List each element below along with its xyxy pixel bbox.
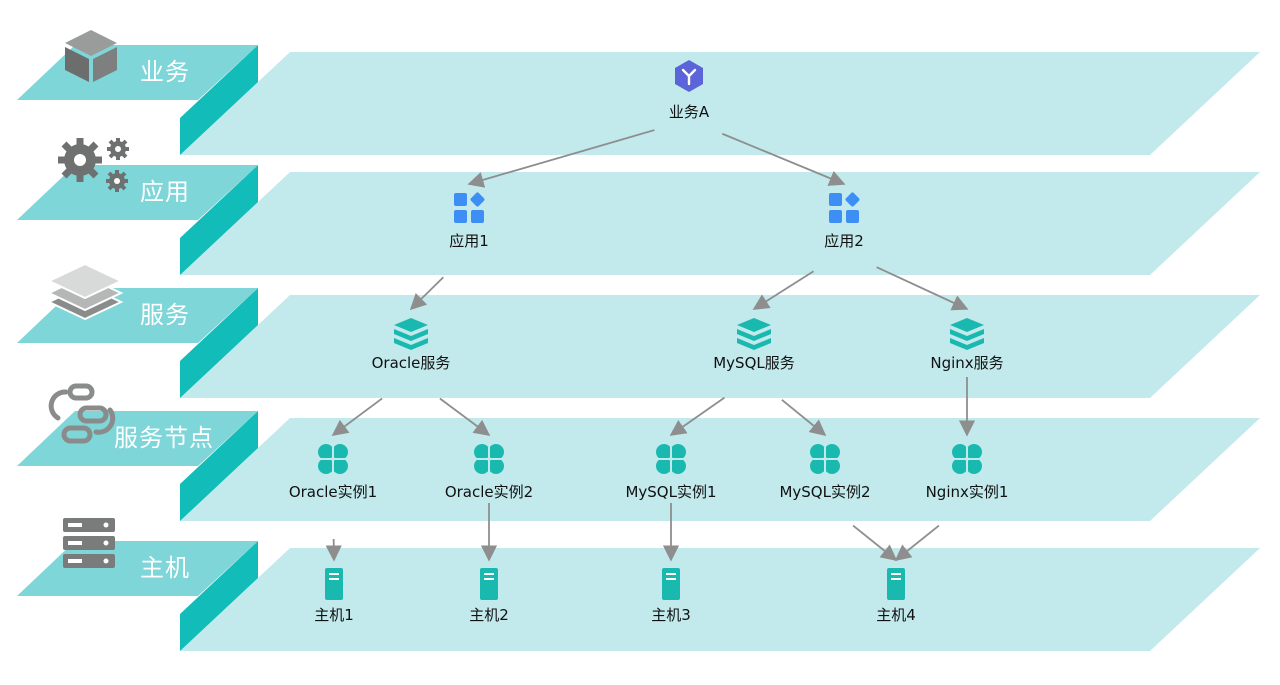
edge-app1-to-svcOracle	[409, 276, 444, 311]
edge-svcOracle-to-instOracle1	[331, 397, 383, 436]
layer-label-host: 主机	[140, 554, 190, 582]
clover-icon	[655, 443, 687, 475]
clover-icon	[317, 443, 349, 475]
clover-icon	[473, 443, 505, 475]
edge-app2-to-svcNginx	[876, 266, 969, 311]
stack-icon	[46, 262, 124, 321]
layer-label-service: 服务	[140, 301, 190, 329]
node-label-host1: 主机1	[314, 606, 354, 624]
node-label-svcMysql: MySQL服务	[713, 354, 795, 372]
node-label-svcOracle: Oracle服务	[371, 354, 451, 372]
node-label-instOracle2: Oracle实例2	[444, 483, 534, 501]
server-icon	[662, 568, 680, 600]
node-label-instMysql1: MySQL实例1	[625, 483, 717, 501]
node-label-svcNginx: Nginx服务	[930, 354, 1004, 372]
layer-label-side	[180, 411, 258, 521]
edges	[325, 129, 976, 562]
layer-label-service-node: 服务节点	[114, 424, 214, 452]
layer-business	[17, 30, 1260, 155]
layer-plane	[180, 172, 1260, 275]
layer-plane	[180, 418, 1260, 521]
layer-plane	[180, 52, 1260, 155]
node-label-bizA: 业务A	[668, 103, 710, 121]
layer-plane	[180, 548, 1260, 651]
node-label-instNginx1: Nginx实例1	[925, 483, 1009, 501]
node-label-host4: 主机4	[876, 606, 916, 624]
layer-label-side	[180, 45, 258, 155]
node-label-host3: 主机3	[651, 606, 691, 624]
layer-service-node	[17, 383, 1260, 521]
layer-service	[17, 262, 1260, 398]
layer-plane	[180, 295, 1260, 398]
node-label-instOracle1: Oracle实例1	[288, 483, 378, 501]
node-label-app2: 应用2	[824, 232, 864, 250]
edge-svcOracle-to-instOracle2	[439, 397, 491, 436]
clover-icon	[951, 443, 983, 475]
edge-bizA-to-app2	[721, 132, 846, 186]
server-icon	[887, 568, 905, 600]
node-label-instMysql2: MySQL实例2	[779, 483, 871, 501]
layer-label-business: 业务	[140, 58, 190, 86]
server-icon	[480, 568, 498, 600]
gears-icon	[58, 138, 129, 192]
layer-label-side	[180, 288, 258, 398]
layer-label-side	[180, 165, 258, 275]
server-rack-icon	[63, 518, 115, 568]
layer-application	[17, 138, 1260, 275]
layer-label-plate	[17, 411, 258, 466]
edge-svcMysql-to-instMysql1	[669, 396, 726, 436]
layer-host	[17, 518, 1260, 651]
cube-icon	[65, 30, 117, 82]
edge-app2-to-svcMysql	[752, 270, 815, 310]
layer-label-application: 应用	[140, 178, 190, 206]
edge-bizA-to-app1	[467, 129, 655, 188]
edge-svcMysql-to-instMysql2	[781, 399, 827, 437]
server-icon	[325, 568, 343, 600]
clover-icon	[809, 443, 841, 475]
node-label-app1: 应用1	[449, 232, 489, 250]
edge-instMysql2-to-host4	[852, 524, 898, 562]
node-label-host2: 主机2	[469, 606, 509, 624]
chain-icon	[48, 383, 116, 444]
edge-instNginx1-to-host4	[894, 524, 940, 562]
layer-label-side	[180, 541, 258, 651]
